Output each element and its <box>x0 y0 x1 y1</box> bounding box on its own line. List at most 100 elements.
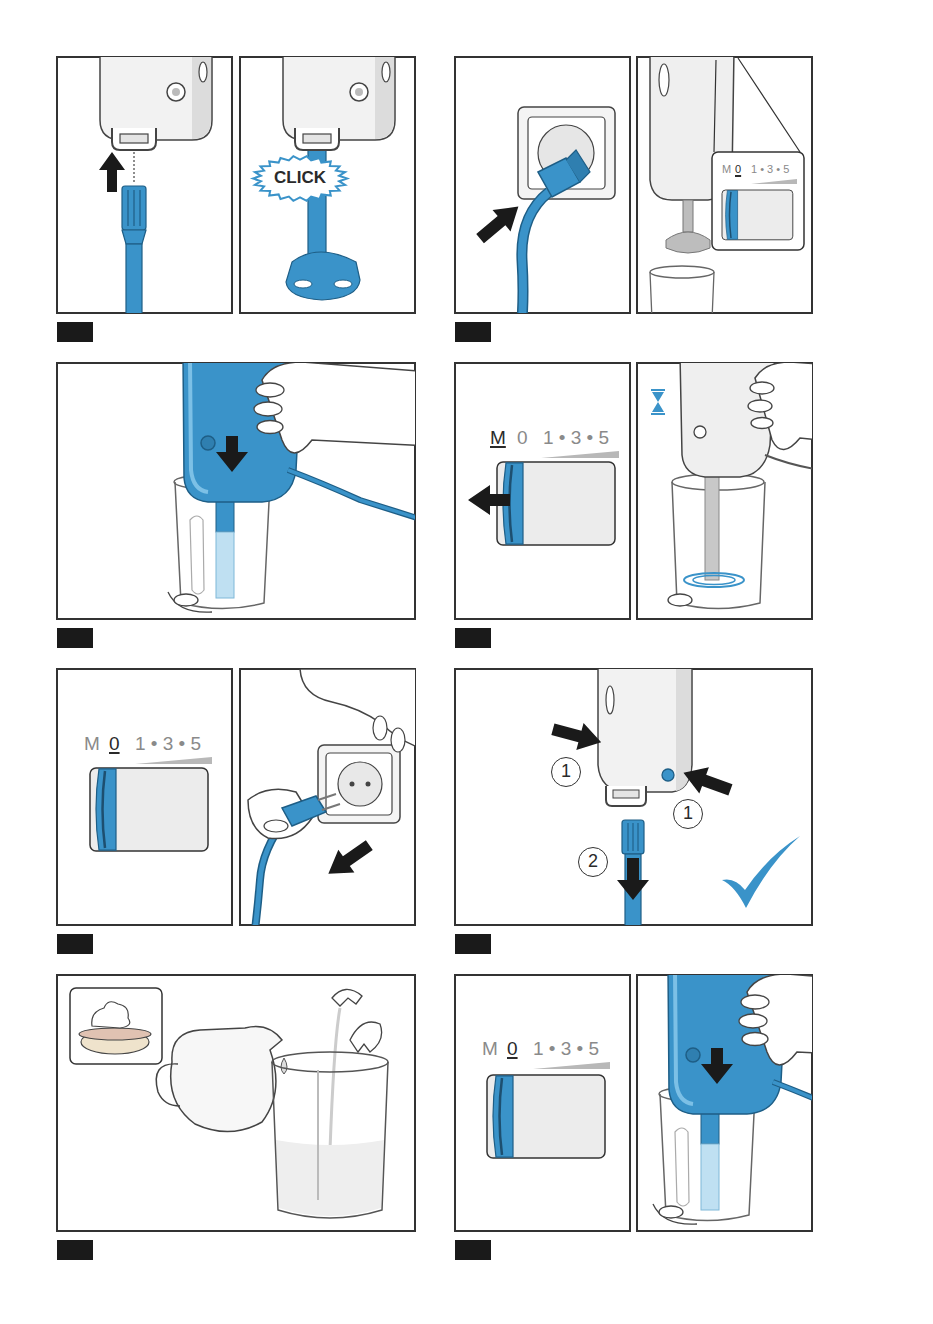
illustration-part <box>455 363 630 619</box>
illustration-part <box>70 988 162 1064</box>
illustration-part <box>276 1140 384 1216</box>
illustration-part <box>455 628 491 648</box>
illustration-part <box>522 192 549 313</box>
illustration-part <box>650 266 714 278</box>
burst-shape <box>253 156 347 201</box>
illustration-part <box>497 462 615 545</box>
switch-scale-mark: M <box>84 733 100 755</box>
illustration-part <box>294 280 312 288</box>
illustration-part <box>57 975 415 1231</box>
illustration-part <box>765 455 812 470</box>
callout-text: 1 <box>683 804 693 824</box>
insert-blender-drawing <box>168 363 415 612</box>
illustration-part <box>468 485 510 515</box>
illustration-part <box>318 794 340 810</box>
callout-number: 2 <box>578 847 608 877</box>
illustration-part <box>662 769 674 781</box>
illustration-part <box>332 989 362 1006</box>
illustration-part <box>122 186 146 230</box>
switch-scale-mark: 1 • 3 • 5 <box>135 733 201 755</box>
illustration-part <box>748 400 772 412</box>
illustration-part <box>679 760 736 803</box>
illustration-part <box>57 669 232 925</box>
illustration-part <box>683 200 693 232</box>
illustration-part <box>281 1058 287 1074</box>
illustration-part <box>455 1240 491 1260</box>
switch-scale-mark: 0 <box>507 1038 518 1060</box>
illustration-part <box>668 594 692 606</box>
illustration-part <box>522 192 549 313</box>
switch-scale-mark: 0 <box>517 427 528 449</box>
illustration-part <box>126 244 142 313</box>
illustration-part <box>455 975 630 1231</box>
illustration-part <box>122 230 146 244</box>
illustration-part <box>651 390 665 414</box>
mayonnaise-ingredients-drawing <box>70 988 388 1218</box>
illustration-part <box>318 745 400 823</box>
illustration-part <box>628 823 638 851</box>
illustration-part <box>487 1075 605 1158</box>
illustration-part <box>391 728 405 752</box>
illustration-part <box>693 576 735 585</box>
plug-in-drawing <box>471 107 615 313</box>
switch-scale-mark: M <box>722 163 731 176</box>
illustration-part <box>57 628 93 648</box>
release-shaft-drawing <box>549 669 800 925</box>
illustration-part <box>366 782 371 787</box>
illustration-part <box>705 476 719 580</box>
switch-scale-mark: 1 • 3 • 5 <box>533 1038 599 1060</box>
switch-scale-mark: 0 <box>109 733 120 755</box>
illustration-part <box>156 1064 180 1106</box>
illustration-part <box>171 1027 282 1132</box>
illustration-part <box>541 451 619 458</box>
illustration-part <box>598 669 692 792</box>
step-tabs <box>57 322 491 1260</box>
illustration-part <box>694 426 706 438</box>
illustration-part <box>606 686 614 714</box>
illustration-part <box>455 934 491 954</box>
callout-number: 1 <box>673 799 703 829</box>
illustration-part <box>92 1002 130 1028</box>
illustration-part <box>320 834 377 886</box>
illustration-part <box>712 152 804 250</box>
callout-text: 1 <box>561 762 571 782</box>
illustration-part <box>549 716 605 756</box>
illustration-part <box>57 1240 93 1260</box>
illustration-part <box>57 934 93 954</box>
illustration-part <box>652 392 664 412</box>
illustration-part <box>455 57 630 313</box>
illustration-part <box>751 179 797 184</box>
switch-scale-mark: 1 • 3 • 5 <box>751 163 789 176</box>
illustration-part <box>566 150 590 182</box>
illustration-part <box>100 57 212 150</box>
switch-turbo-drawing <box>468 451 619 545</box>
illustration-part <box>135 757 212 764</box>
illustration-part <box>751 418 773 429</box>
illustration-part <box>350 1022 382 1052</box>
illustration-part <box>606 786 646 806</box>
illustration-part <box>750 382 774 394</box>
switch-scale-mark: M <box>490 427 506 449</box>
illustration-part <box>622 820 644 854</box>
insert-blender-drawing <box>653 975 812 1224</box>
illustration-part <box>666 232 710 253</box>
illustration-part <box>722 836 800 908</box>
illustration-part <box>330 1008 340 1150</box>
illustration-part <box>722 190 793 240</box>
illustration-part <box>653 975 812 1224</box>
illustration-part <box>272 1062 388 1218</box>
illustration-part <box>128 190 140 226</box>
illustration-part <box>79 1028 151 1040</box>
switch-off-drawing <box>90 757 212 851</box>
illustration-part <box>518 107 615 199</box>
switch-off-drawing <box>487 1062 610 1158</box>
illustration-part <box>286 252 360 300</box>
illustration-part <box>264 820 288 832</box>
illustration-part <box>272 1052 388 1072</box>
illustration-part <box>283 57 395 150</box>
illustration-part <box>613 790 639 798</box>
illustration-part <box>471 196 527 250</box>
illustration-part <box>317 1070 319 1200</box>
switch-scale-mark: M <box>482 1038 498 1060</box>
